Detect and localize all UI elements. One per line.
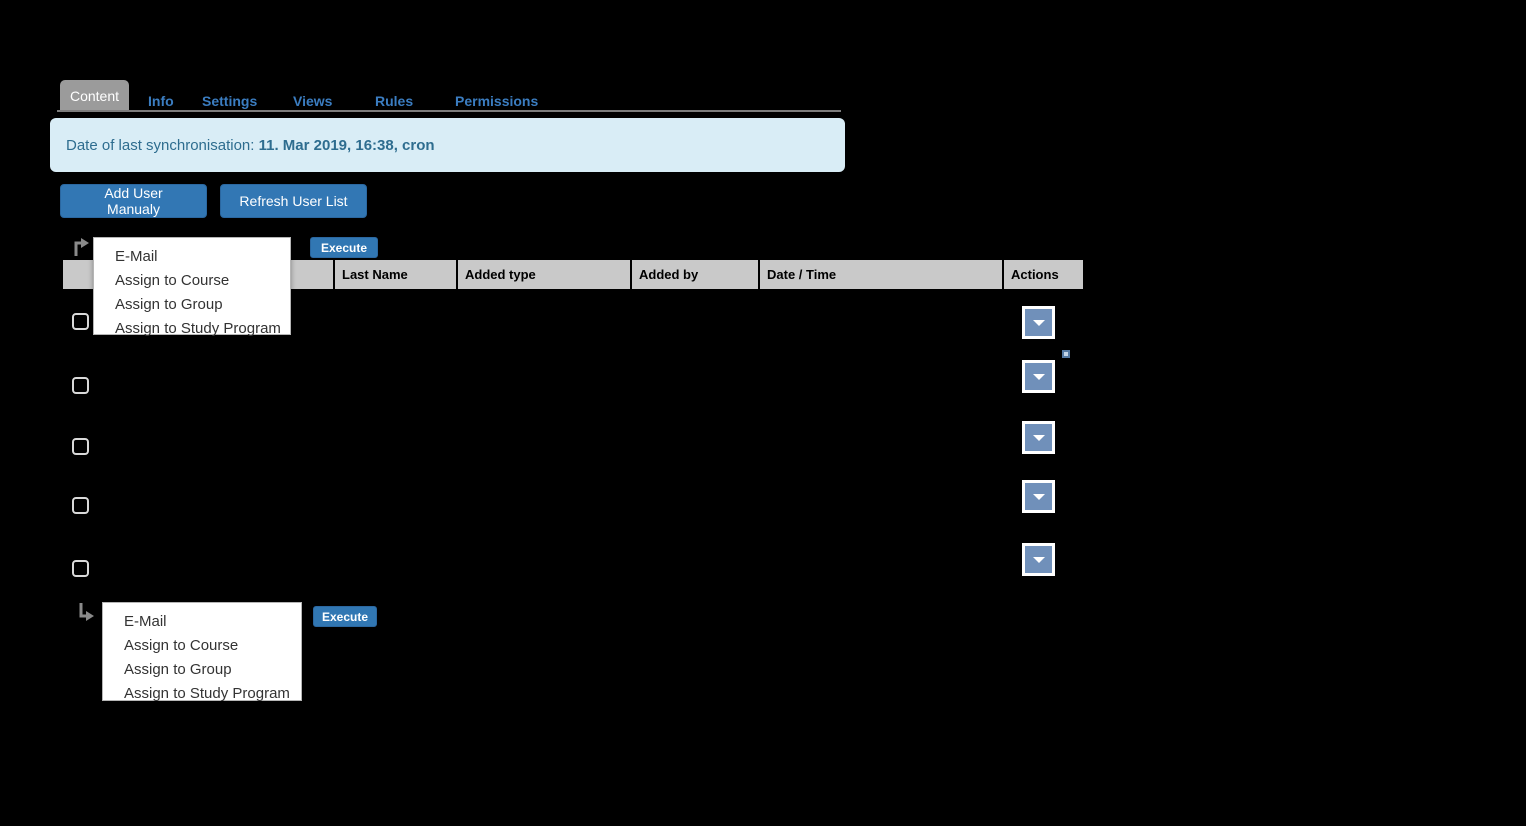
bulk-option-assign-to-course-top[interactable]: Assign to Course	[115, 272, 230, 289]
row-checkbox[interactable]	[72, 377, 89, 394]
bulk-option-assign-to-study-program-bottom[interactable]: Assign to Study Program	[124, 685, 290, 702]
sync-info-box: Date of last synchronisation: 11. Mar 20…	[50, 118, 845, 172]
column-header-added-type: Added type	[458, 260, 632, 289]
column-header-added-by: Added by	[632, 260, 760, 289]
row-actions-dropdown-button[interactable]	[1022, 480, 1055, 513]
column-header-last-name: Last Name	[335, 260, 458, 289]
caret-down-icon	[1032, 434, 1045, 441]
tab-views[interactable]: Views	[293, 93, 333, 109]
sync-info-value: 11. Mar 2019, 16:38, cron	[258, 136, 435, 154]
apply-up-right-arrow-icon	[74, 238, 89, 256]
table-header-spacer	[63, 260, 335, 289]
tab-permissions[interactable]: Permissions	[455, 93, 539, 109]
tab-underline	[57, 110, 841, 112]
bulk-option-e-mail-top[interactable]: E-Mail	[115, 248, 158, 265]
bulk-option-assign-to-group-top[interactable]: Assign to Group	[115, 296, 223, 313]
caret-down-icon	[1032, 373, 1045, 380]
row-checkbox[interactable]	[72, 560, 89, 577]
row-checkbox[interactable]	[72, 313, 89, 330]
tab-rules[interactable]: Rules	[375, 93, 414, 109]
add-user-button[interactable]: Add User Manualy	[60, 184, 207, 218]
refresh-user-list-button[interactable]: Refresh User List	[220, 184, 367, 218]
execute-button-top[interactable]: Execute	[310, 237, 378, 258]
execute-button-bottom[interactable]: Execute	[313, 606, 377, 627]
row-actions-dropdown-button[interactable]	[1022, 421, 1055, 454]
tab-content[interactable]: Content	[60, 80, 129, 111]
row-actions-dropdown-button[interactable]	[1022, 360, 1055, 393]
bulk-option-assign-to-study-program-top[interactable]: Assign to Study Program	[115, 320, 281, 337]
tab-content-label: Content	[69, 87, 120, 104]
tab-info[interactable]: Info	[148, 93, 174, 109]
caret-down-icon	[1032, 556, 1045, 563]
bulk-option-assign-to-group-bottom[interactable]: Assign to Group	[124, 661, 232, 678]
bulk-option-assign-to-course-bottom[interactable]: Assign to Course	[124, 637, 239, 654]
caret-down-icon	[1032, 319, 1045, 326]
column-header-actions: Actions	[1011, 267, 1059, 282]
apply-down-right-arrow-icon	[79, 603, 94, 621]
tab-settings[interactable]: Settings	[202, 93, 258, 109]
row-checkbox[interactable]	[72, 438, 89, 455]
caret-down-icon	[1032, 493, 1045, 500]
column-header-date-time: Date / Time	[760, 260, 1004, 289]
indicator-square-icon	[1062, 350, 1070, 358]
sync-info-label: Date of last synchronisation:	[66, 136, 255, 154]
row-actions-dropdown-button[interactable]	[1022, 306, 1055, 339]
row-actions-dropdown-button[interactable]	[1022, 543, 1055, 576]
bulk-option-e-mail-bottom[interactable]: E-Mail	[124, 613, 167, 630]
row-checkbox[interactable]	[72, 497, 89, 514]
